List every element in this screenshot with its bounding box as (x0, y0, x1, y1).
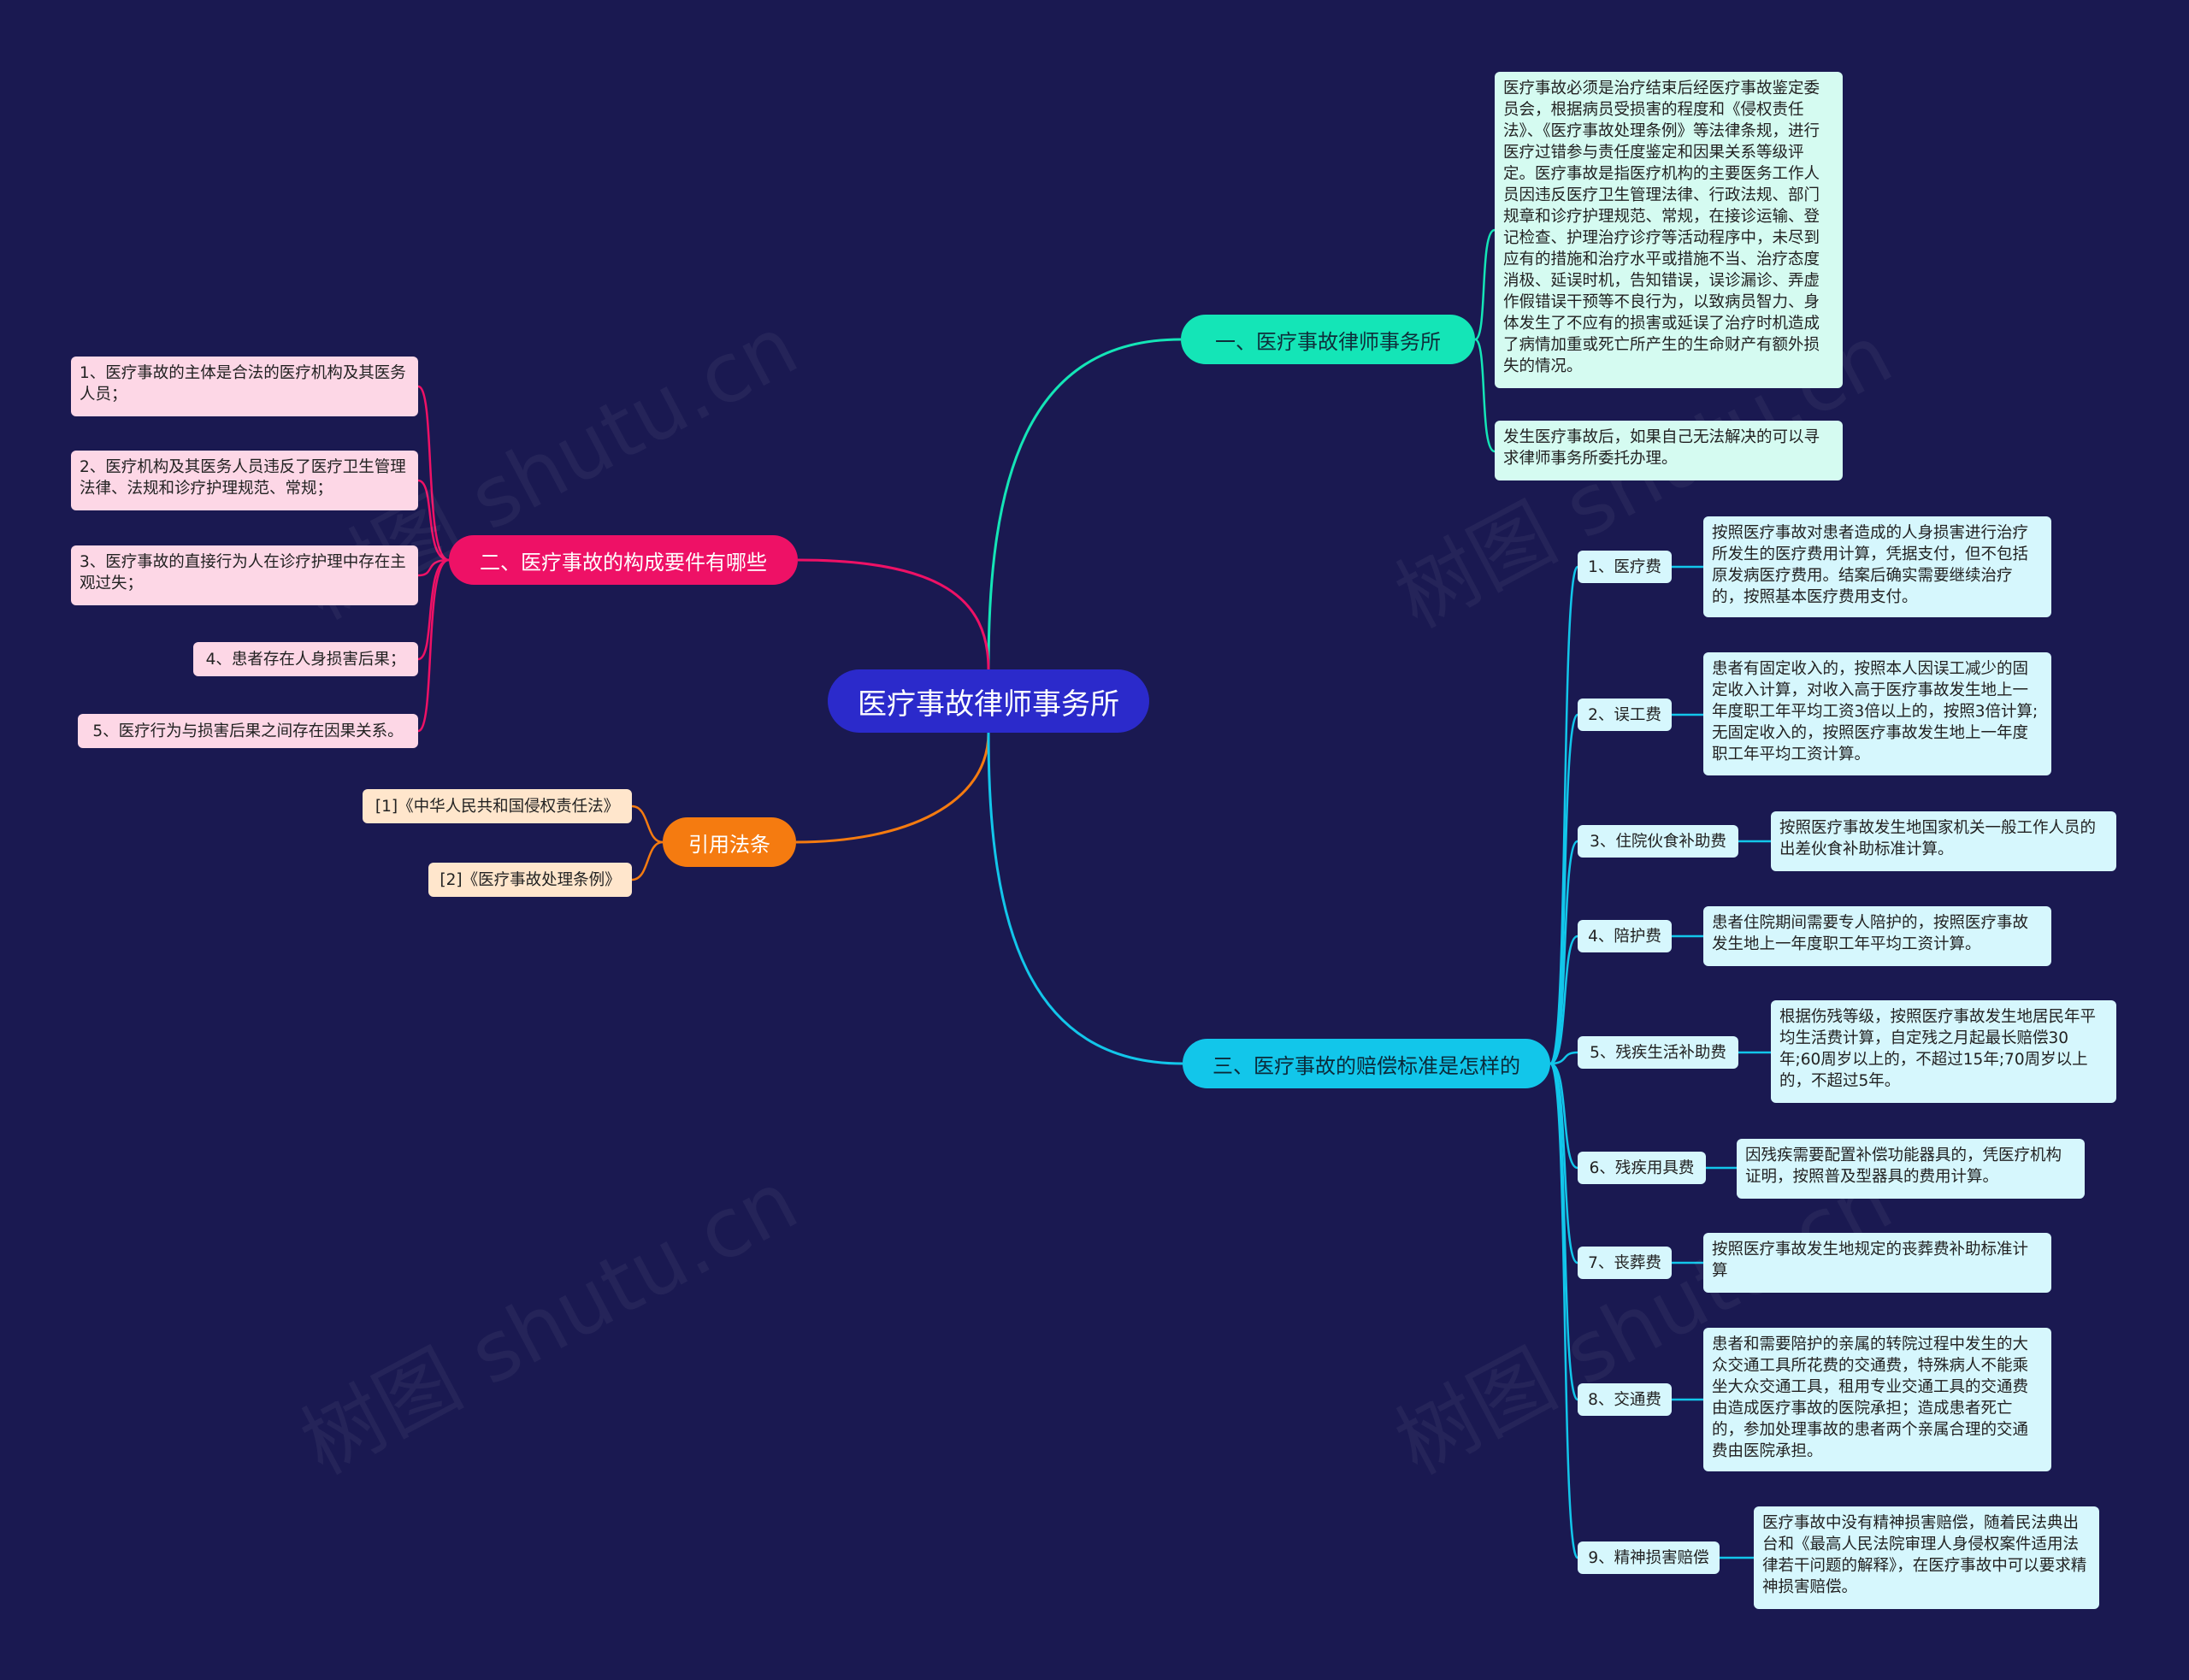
comp-desc-meal-subsidy[interactable]: 按照医疗事故发生地国家机关一般工作人员的出差伙食补助标准计算。 (1771, 811, 2116, 871)
comp-desc-mental-damage[interactable]: 医疗事故中没有精神损害赔偿，随着民法典出台和《最高人民法院审理人身侵权案件适用法… (1754, 1506, 2099, 1609)
edge-b4-item4 (1549, 934, 1578, 1065)
comp-desc-funeral[interactable]: 按照医疗事故发生地规定的丧葬费补助标准计算 (1703, 1233, 2051, 1293)
edge-root-b2 (797, 558, 990, 670)
branch-constituents[interactable]: 二、医疗事故的构成要件有哪些 (449, 535, 798, 585)
edge-b4-item1 (1549, 565, 1579, 1065)
edge-root-b1 (987, 338, 1182, 670)
edge-b3-leaf1 (631, 805, 664, 844)
edge-b3-leaf2 (631, 840, 664, 881)
comp-desc-lost-wages[interactable]: 患者有固定收入的，按照本人因误工减少的固定收入计算，对收入高于医疗事故发生地上一… (1703, 652, 2051, 775)
edge-b1-leaf1 (1474, 228, 1496, 341)
comp-label-nursing[interactable]: 4、陪护费 (1578, 920, 1672, 952)
branch-law-firm[interactable]: 一、医疗事故律师事务所 (1181, 315, 1475, 364)
comp-desc-transport[interactable]: 患者和需要陪护的亲属的转院过程中发生的大众交通工具所花费的交通费，特殊病人不能乘… (1703, 1328, 2051, 1471)
comp-label-medical[interactable]: 1、医疗费 (1578, 551, 1672, 583)
comp-desc-disability-aids[interactable]: 因残疾需要配置补偿功能器具的，凭医疗机构证明，按照普及型器具的费用计算。 (1737, 1139, 2085, 1199)
comp-desc-nursing[interactable]: 患者住院期间需要专人陪护的，按照医疗事故发生地上一年度职工年平均工资计算。 (1703, 906, 2051, 966)
comp-label-mental-damage[interactable]: 9、精神损害赔偿 (1578, 1541, 1720, 1574)
edge-b4-item3 (1549, 840, 1579, 1065)
edge-b4-item5 (1549, 1051, 1578, 1065)
leaf-law-firm-advice[interactable]: 发生医疗事故后，如果自己无法解决的可以寻求律师事务所委托办理。 (1495, 421, 1843, 480)
leaf-medical-regulation[interactable]: [2]《医疗事故处理条例》 (428, 863, 632, 897)
leaf-constituent-5[interactable]: 5、医疗行为与损害后果之间存在因果关系。 (78, 714, 418, 748)
comp-label-disability-living[interactable]: 5、残疾生活补助费 (1578, 1036, 1738, 1069)
edge-root-b4 (987, 732, 1183, 1065)
comp-label-disability-aids[interactable]: 6、残疾用具费 (1578, 1152, 1706, 1184)
comp-desc-disability-living[interactable]: 根据伤残等级，按照医疗事故发生地居民年平均生活费计算，自定残之月起最长赔偿30年… (1771, 1000, 2116, 1103)
edge-b2-leaf1 (417, 385, 450, 562)
edge-root-b3 (795, 732, 990, 844)
comp-label-transport[interactable]: 8、交通费 (1578, 1383, 1672, 1416)
edge-b4-item6 (1549, 1062, 1578, 1170)
comp-label-lost-wages[interactable]: 2、误工费 (1578, 699, 1672, 731)
edge-b4-item9 (1549, 1062, 1579, 1559)
leaf-constituent-4[interactable]: 4、患者存在人身损害后果； (193, 642, 418, 676)
leaf-tort-law[interactable]: [1]《中华人民共和国侵权责任法》 (363, 789, 632, 823)
comp-desc-medical[interactable]: 按照医疗事故对患者造成的人身损害进行治疗所发生的医疗费用计算，凭据支付，但不包括… (1703, 516, 2051, 617)
edge-b4-item7 (1549, 1062, 1578, 1264)
edge-b2-leaf5 (417, 558, 450, 733)
edge-b2-leaf2 (417, 479, 450, 562)
root-node[interactable]: 医疗事故律师事务所 (828, 669, 1149, 733)
leaf-constituent-2[interactable]: 2、医疗机构及其医务人员违反了医疗卫生管理法律、法规和诊疗护理规范、常规； (71, 451, 418, 510)
leaf-constituent-1[interactable]: 1、医疗事故的主体是合法的医疗机构及其医务人员； (71, 357, 418, 416)
edge-b2-leaf3 (417, 558, 450, 577)
comp-label-meal-subsidy[interactable]: 3、住院伙食补助费 (1578, 825, 1738, 858)
leaf-law-firm-definition[interactable]: 医疗事故必须是治疗结束后经医疗事故鉴定委员会，根据病员受损害的程度和《侵权责任法… (1495, 72, 1843, 388)
edge-b4-item2 (1549, 713, 1579, 1065)
branch-compensation[interactable]: 三、医疗事故的赔偿标准是怎样的 (1183, 1039, 1550, 1088)
edge-b1-leaf2 (1474, 338, 1496, 453)
leaf-constituent-3[interactable]: 3、医疗事故的直接行为人在诊疗护理中存在主观过失； (71, 545, 418, 605)
branch-cited-laws[interactable]: 引用法条 (663, 817, 796, 867)
edge-b2-leaf4 (417, 558, 450, 661)
comp-label-funeral[interactable]: 7、丧葬费 (1578, 1247, 1672, 1279)
